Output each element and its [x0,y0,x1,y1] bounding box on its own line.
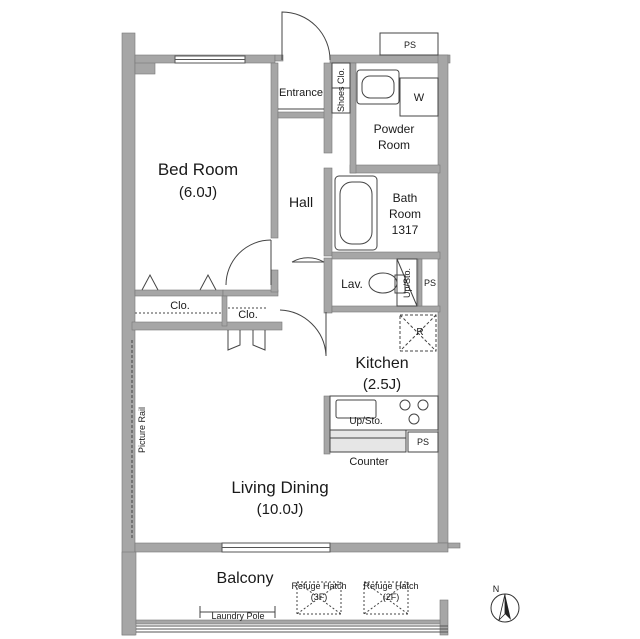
bath-label-3: 1317 [392,223,419,237]
washer-label: W [414,92,425,104]
ps-top-label: PS [404,40,416,50]
compass-icon: N [490,584,520,623]
closet-small-label: Clo. [238,309,258,321]
kitchen-size-label: (2.5J) [363,376,401,393]
ps-lav-label: PS [424,278,436,288]
picture-rail-label: Picture Rail [137,407,147,453]
refuge-hatch-1-floor-label: (3F) [311,592,328,602]
up-storage-kitchen-label: Up/Sto. [349,416,382,427]
closet-bedroom-label: Clo. [170,300,190,312]
lavatory-label: Lav. [341,277,363,291]
entrance-label: Entrance [279,87,323,99]
balcony-label: Balcony [217,570,274,587]
compass-north-label: N [493,584,500,594]
bedroom-name-label: Bed Room [158,160,238,179]
up-storage-lav-label: Up/Sto. [402,268,412,298]
counter-label: Counter [349,456,388,468]
refrigerator-label: R [416,327,423,338]
shoes-closet-label: Shoes Clo. [336,68,346,112]
refuge-hatch-1-label: Refuge Hatch [291,581,346,591]
walls [121,32,461,636]
living-name-label: Living Dining [231,478,328,497]
living-size-label: (10.0J) [257,501,304,518]
kitchen-name-label: Kitchen [355,355,408,372]
powder-room-label-1: Powder [374,122,415,136]
fixtures [131,32,439,618]
windows [174,55,331,553]
bath-label-2: Room [389,207,421,221]
refuge-hatch-2-label: Refuge Hatch [363,581,418,591]
bedroom-size-label: (6.0J) [179,184,217,201]
ps-kitchen-label: PS [417,437,429,447]
balcony-railing [136,625,448,633]
laundry-pole-label: Laundry Pole [211,611,264,621]
powder-room-label-2: Room [378,138,410,152]
refuge-hatch-2-floor-label: (2F) [383,592,400,602]
hall-label: Hall [289,194,313,210]
bath-label-1: Bath [393,191,418,205]
doors [141,11,331,356]
